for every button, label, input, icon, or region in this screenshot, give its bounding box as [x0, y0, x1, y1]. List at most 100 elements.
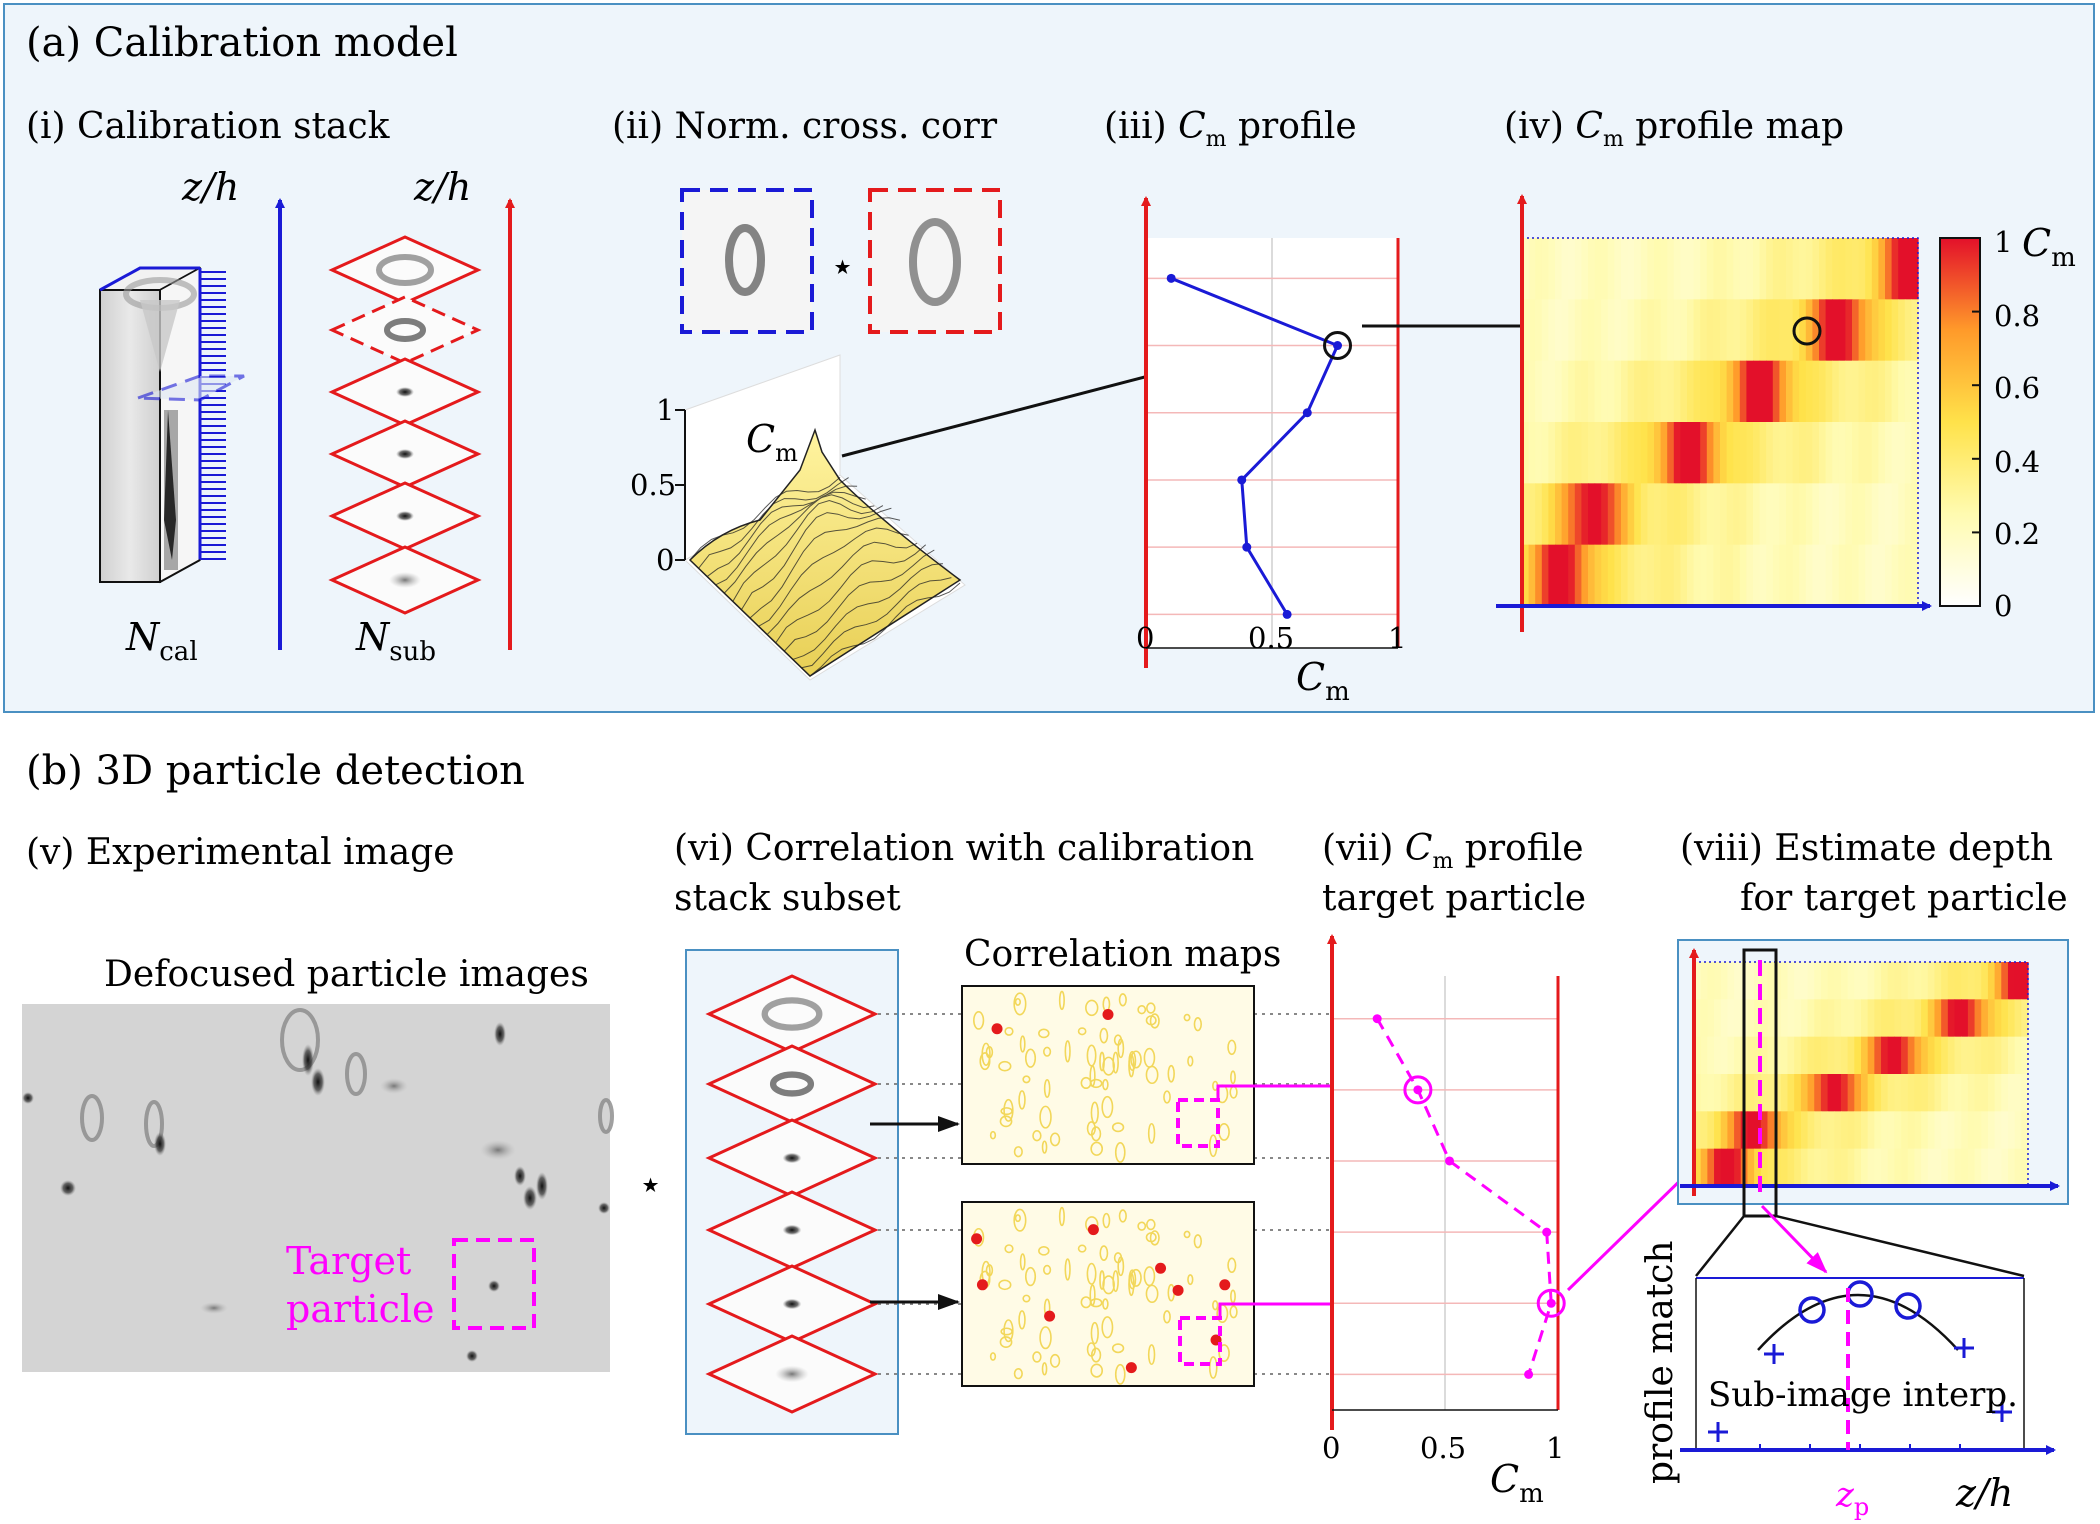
map-b-cell-1-16: [1794, 962, 1802, 1000]
map-a-cell-6-48: [1832, 544, 1840, 607]
map-top-speck-29: [1014, 997, 1022, 1006]
map-b-cell-5-12: [1767, 1111, 1775, 1150]
map-a-cell-3-52: [1858, 360, 1866, 423]
particle-20: [466, 1350, 478, 1362]
map-b-cell-3-28: [1874, 1036, 1882, 1075]
map-a-cell-3-28: [1700, 360, 1708, 423]
map-bot-speck-6: [1013, 1208, 1027, 1232]
map-bot-speck-12: [1032, 1351, 1042, 1363]
map-a-cell-2-30: [1713, 299, 1721, 362]
map-b-cell-5-6: [1727, 1111, 1735, 1150]
b-slice-1: [705, 974, 879, 1054]
map-b-cell-3-12: [1767, 1036, 1775, 1075]
map-a-cell-5-23: [1667, 483, 1675, 546]
map-a-cell-5-39: [1772, 483, 1780, 546]
map-match-marker: [1792, 316, 1822, 346]
map-a-cell-1-8: [1568, 238, 1576, 300]
map-bot-peak-4: [1087, 1224, 1099, 1236]
map-b-cell-1-7: [1734, 962, 1742, 1000]
correlation-map-top: [961, 985, 1255, 1165]
map-a-cell-4-13: [1601, 422, 1609, 484]
map-b-cell-4-31: [1894, 1074, 1902, 1112]
particle-18: [488, 1280, 500, 1292]
map-a-cell-2-17: [1627, 299, 1635, 362]
map-b-cell-3-14: [1780, 1036, 1789, 1075]
colorbar-tick-0: 0: [1994, 589, 2012, 623]
map-a-cell-4-45: [1812, 422, 1820, 484]
map-b-cell-3-19: [1814, 1036, 1822, 1075]
map-top-speck-27: [973, 1011, 985, 1030]
map-bot-speck-70: [1229, 1305, 1238, 1319]
map-a-cell-2-4: [1541, 299, 1549, 362]
map-b-cell-6-49: [2014, 1148, 2022, 1187]
map-b-cell-3-27: [1867, 1036, 1875, 1075]
map-bot-speck-57: [1099, 1245, 1109, 1261]
map-b-cell-4-17: [1800, 1074, 1809, 1112]
map-b-cell-2-5: [1720, 999, 1728, 1038]
map-a-cell-3-47: [1825, 360, 1833, 423]
arrow-zoom-to-interp: [1760, 1204, 1828, 1274]
map-b-cell-2-31: [1894, 999, 1902, 1038]
map-b-cell-3-1: [1694, 1036, 1702, 1075]
map-b-cell-1-23: [1840, 962, 1849, 1000]
map-a-cell-1-27: [1693, 238, 1701, 300]
map-a-cell-6-13: [1601, 544, 1609, 607]
map-a-cell-1-23: [1667, 238, 1675, 300]
map-a-cell-3-39: [1772, 360, 1780, 423]
map-b-cell-5-19: [1814, 1111, 1822, 1150]
map-a-cell-3-35: [1746, 360, 1754, 423]
map-a-cell-5-9: [1574, 483, 1582, 546]
map-a-cell-1-42: [1792, 238, 1800, 300]
map-a-cell-2-2: [1528, 299, 1536, 362]
map-a-cell-6-31: [1720, 544, 1728, 607]
map-a-cell-6-7: [1561, 544, 1569, 607]
map-a-cell-2-45: [1812, 299, 1820, 362]
map-top-speck-47: [1143, 1047, 1156, 1068]
map-b-cell-3-26: [1861, 1036, 1869, 1075]
map-a-cell-1-37: [1759, 238, 1767, 300]
map-a-cell-5-58: [1898, 483, 1906, 546]
map-b-cell-5-2: [1700, 1111, 1708, 1150]
map-b-cell-5-40: [1954, 1111, 1962, 1150]
map-a-cell-1-15: [1614, 238, 1622, 300]
map-b-cell-3-48: [2007, 1036, 2016, 1075]
map-a-cell-5-48: [1832, 483, 1840, 546]
map-bot-speck-9: [1013, 1367, 1023, 1380]
map-a-cell-2-16: [1621, 299, 1629, 362]
map-top-speck-48: [1102, 1056, 1115, 1076]
map-bot-speck-21: [1118, 1209, 1127, 1223]
map-b-cell-4-46: [1994, 1074, 2002, 1112]
map-a-cell-3-60: [1911, 360, 1919, 423]
map-b-cell-4-23: [1840, 1074, 1849, 1112]
map-bot-speck-13: [1130, 1268, 1142, 1287]
map-bot-speck-42: [1145, 1284, 1159, 1304]
map-a-cell-2-24: [1673, 299, 1681, 362]
map-a-cell-5-32: [1726, 483, 1734, 546]
map-a-cell-4-23: [1667, 422, 1675, 484]
subset-slice-4: [328, 419, 482, 489]
map-a-cell-4-56: [1885, 422, 1893, 484]
map-b-cell-2-40: [1954, 999, 1962, 1038]
map-a-cell-2-10: [1581, 299, 1589, 362]
map-b-cell-4-35: [1921, 1074, 1929, 1112]
map-top-speck-50: [1145, 1015, 1157, 1026]
map-a-cell-1-53: [1865, 238, 1873, 300]
profile-b-xtick-05: 0.5: [1420, 1431, 1466, 1465]
map-a-cell-4-19: [1640, 422, 1648, 484]
map-a-cell-5-10: [1581, 483, 1589, 546]
map-a-cell-4-48: [1832, 422, 1840, 484]
panel-i-title: (i) Calibration stack: [26, 106, 391, 147]
map-b-cell-6-42: [1967, 1148, 1976, 1187]
map-b-cell-6-22: [1834, 1148, 1842, 1187]
map-a-cell-6-27: [1693, 544, 1701, 607]
map-bot-speck-43: [1090, 1363, 1104, 1378]
map-a-cell-6-60: [1911, 544, 1919, 607]
map-b-cell-4-29: [1881, 1074, 1889, 1112]
map-b-cell-6-17: [1800, 1148, 1809, 1187]
map-a-cell-6-59: [1904, 544, 1912, 607]
colorbar-tick-1: 1: [1994, 225, 2012, 259]
map-a-cell-4-8: [1568, 422, 1576, 484]
map-a-cell-4-46: [1819, 422, 1827, 484]
map-a-cell-6-14: [1607, 544, 1615, 607]
map-a-cell-5-20: [1647, 483, 1655, 546]
